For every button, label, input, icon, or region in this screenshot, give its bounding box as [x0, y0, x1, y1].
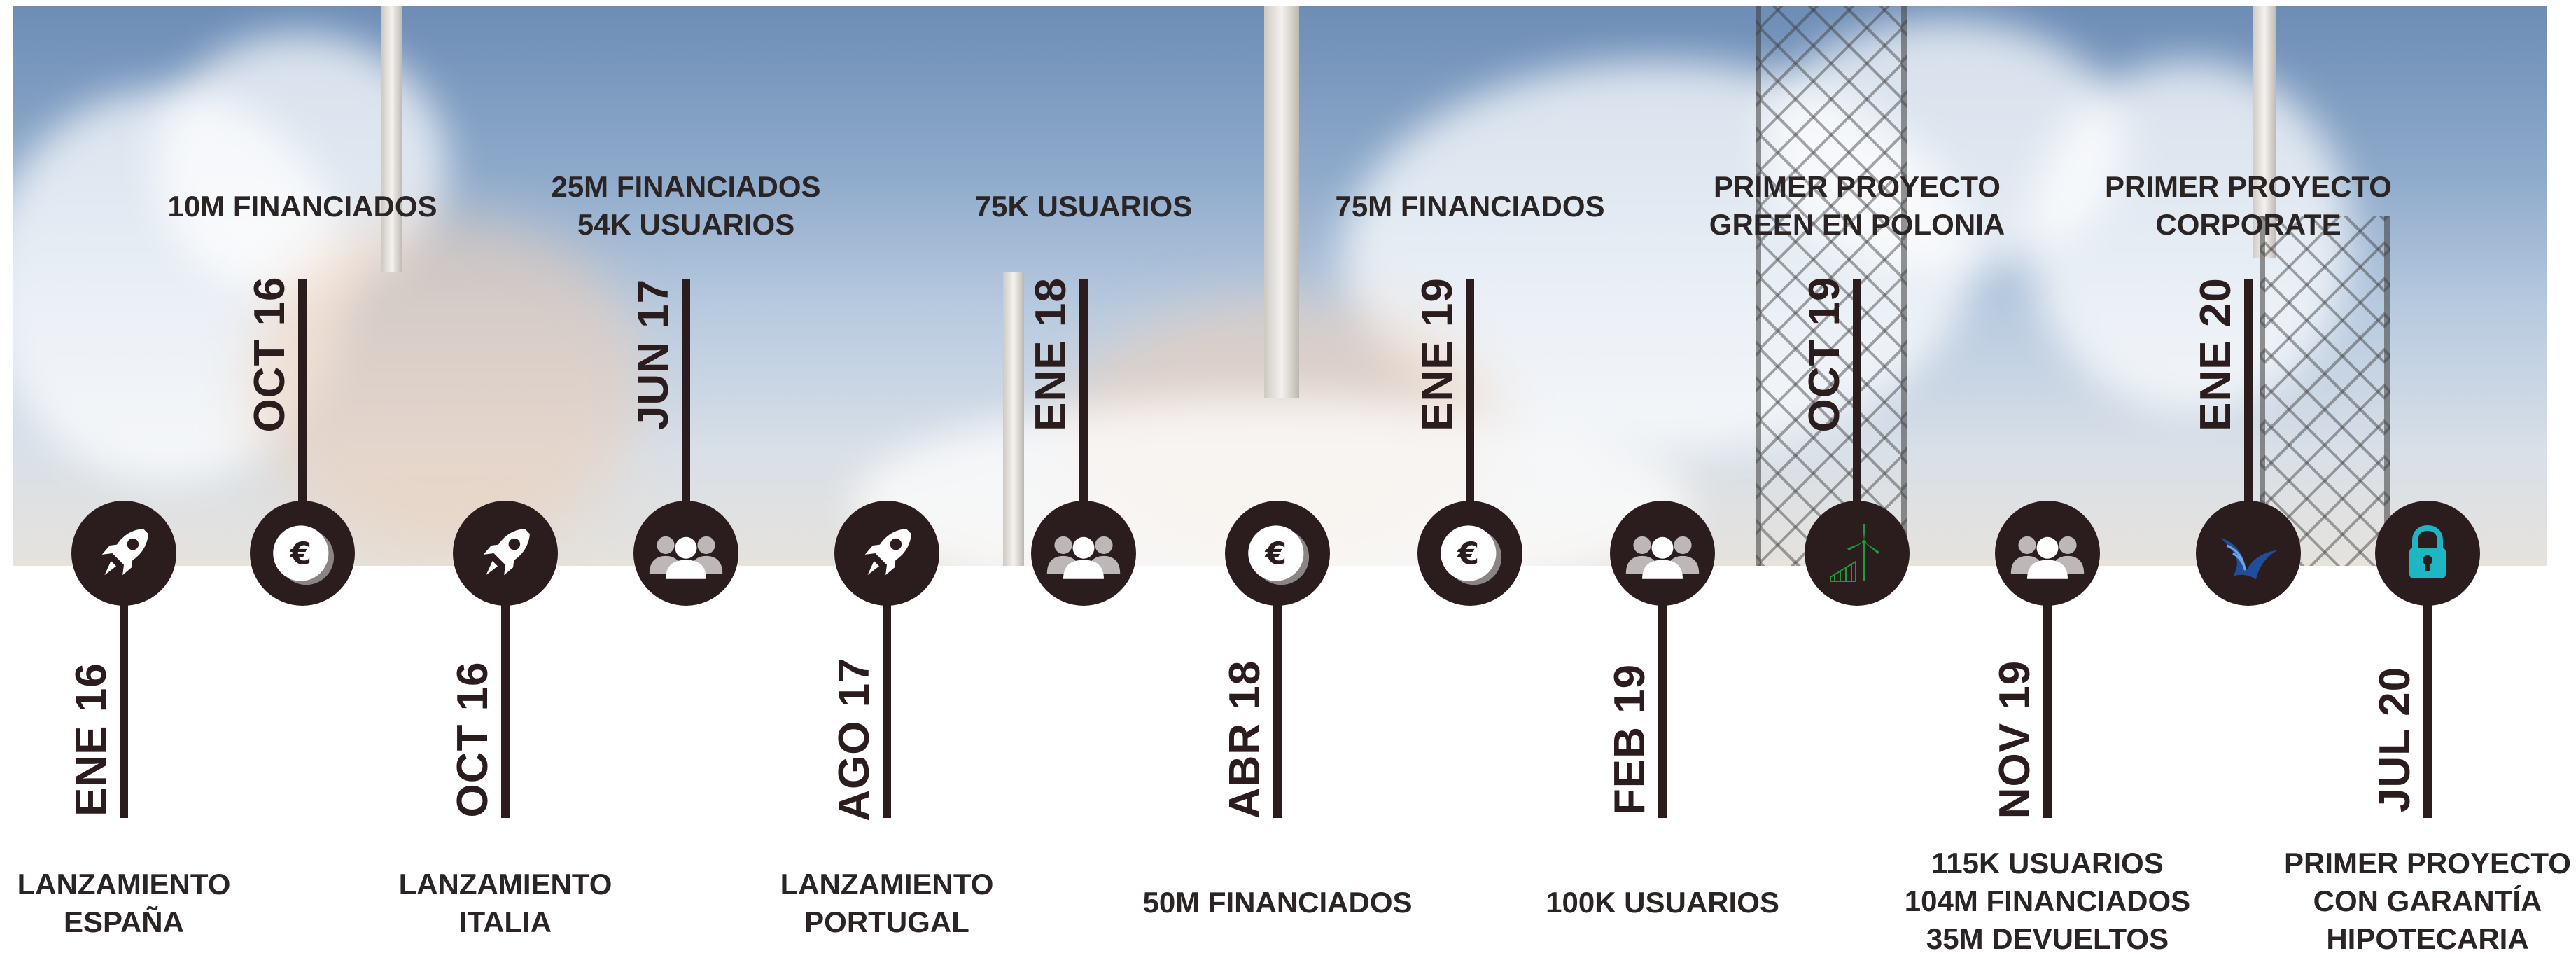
- timeline-stem: [2244, 279, 2253, 553]
- rocket-icon: [473, 521, 538, 585]
- milestone-date: ENE 20: [2192, 277, 2240, 431]
- padlock-milestone-node: [2375, 501, 2480, 606]
- svg-text:€: €: [289, 536, 312, 571]
- timeline-stem: [1853, 279, 1861, 553]
- users-milestone-node: [634, 501, 738, 606]
- milestone-label: 10M FINANCIADOS: [134, 188, 470, 225]
- milestone-date: ENE 18: [1027, 277, 1075, 431]
- users-milestone-node: [1031, 501, 1136, 606]
- milestone-date: JUN 17: [629, 278, 678, 431]
- milestone-date: ENE 19: [1413, 277, 1462, 431]
- users-icon: [1622, 525, 1703, 581]
- timeline-stem: [1466, 279, 1474, 553]
- milestone-label: PRIMER PROYECTO GREEN EN POLONIA: [1689, 168, 2025, 244]
- milestone-label-line: ESPAÑA: [64, 905, 184, 938]
- padlock-icon: [2393, 518, 2463, 588]
- milestone-label-line: 115K USUARIOS: [1931, 847, 2164, 880]
- milestone-date: FEB 19: [1606, 663, 1654, 816]
- milestone-label-line: 10M FINANCIADOS: [167, 190, 438, 223]
- milestone-label: 25M FINANCIADOS 54K USUARIOS: [518, 168, 854, 244]
- timeline-stem: [1079, 279, 1088, 553]
- milestone-label-line: 25M FINANCIADOS: [551, 170, 821, 203]
- milestone-label: 75K USUARIOS: [916, 188, 1252, 225]
- timeline-stem: [682, 279, 690, 553]
- users-milestone-node: [1995, 501, 2100, 606]
- launch-background-photo: [13, 6, 2547, 566]
- milestone-label-line: PRIMER PROYECTO: [2284, 847, 2571, 880]
- milestone-label-line: 75M FINANCIADOS: [1335, 190, 1605, 223]
- milestone-date: ENE 16: [67, 662, 115, 817]
- milestone-date: OCT 19: [1800, 276, 1849, 433]
- timeline-stem: [2043, 553, 2052, 818]
- timeline-stem: [298, 279, 307, 553]
- timeline-stem: [883, 553, 891, 818]
- milestone-date: OCT 16: [246, 276, 294, 433]
- timeline-stem: [1273, 553, 1282, 818]
- wind-turbine-milestone-node: [1805, 501, 1910, 606]
- milestone-label-line: LANZAMIENTO: [398, 868, 612, 901]
- milestone-label: LANZAMIENTO ITALIA: [337, 866, 673, 941]
- milestone-label: 75M FINANCIADOS: [1302, 188, 1638, 225]
- milestone-label-line: 54K USUARIOS: [577, 208, 795, 241]
- euro-icon: €: [1432, 515, 1508, 592]
- milestone-date: ABR 18: [1221, 660, 1269, 819]
- rocket-icon: [92, 521, 156, 585]
- milestone-label-line: 104M FINANCIADOS: [1904, 884, 2191, 917]
- timeline-stem: [120, 553, 128, 818]
- milestone-label-line: 50M FINANCIADOS: [1142, 886, 1413, 919]
- euro-milestone-node: €: [1225, 501, 1330, 606]
- users-icon: [2007, 525, 2088, 581]
- rocket-milestone-node: [453, 501, 558, 606]
- milestone-label-line: GREEN EN POLONIA: [1709, 208, 2005, 241]
- milestone-date: NOV 19: [1991, 660, 2039, 819]
- milestone-label-line: ITALIA: [458, 905, 552, 938]
- bird-logo-milestone-node: [2196, 501, 2301, 606]
- milestone-label-line: LANZAMIENTO: [780, 868, 994, 901]
- milestone-label: LANZAMIENTO ESPAÑA: [0, 866, 292, 941]
- milestone-label-line: PRIMER PROYECTO: [2105, 170, 2392, 203]
- wind-turbine-icon: [1822, 518, 1892, 588]
- rocket-icon: [855, 521, 919, 585]
- milestone-label-line: PRIMER PROYECTO: [1714, 170, 2001, 203]
- milestone-label: 100K USUARIOS: [1494, 884, 1830, 922]
- milestone-label-line: PORTUGAL: [804, 905, 969, 938]
- svg-text:€: €: [1264, 536, 1287, 571]
- milestone-label-line: 35M DEVUELTOS: [1926, 922, 2169, 955]
- euro-icon: €: [264, 515, 341, 592]
- milestone-label: 115K USUARIOS 104M FINANCIADOS 35M DEVUELT…: [1879, 845, 2216, 958]
- euro-milestone-node: €: [250, 501, 355, 606]
- bird-logo-icon: [2210, 515, 2287, 592]
- euro-milestone-node: €: [1418, 501, 1522, 606]
- timeline-stem: [1658, 553, 1667, 818]
- milestone-label: 50M FINANCIADOS: [1110, 884, 1446, 922]
- milestone-label-line: 75K USUARIOS: [974, 190, 1193, 223]
- rocket-milestone-node: [834, 501, 939, 606]
- milestone-label: PRIMER PROYECTO CORPORATE: [2080, 168, 2416, 244]
- milestone-label-line: CON GARANTÍA: [2313, 884, 2542, 917]
- milestone-label-line: 100K USUARIOS: [1546, 886, 1779, 919]
- rocket-milestone-node: [71, 501, 176, 606]
- users-milestone-node: [1610, 501, 1715, 606]
- timeline-stem: [2423, 553, 2432, 818]
- users-icon: [1043, 525, 1124, 581]
- euro-icon: €: [1239, 515, 1316, 592]
- milestone-label: PRIMER PROYECTO CON GARANTÍA HIPOTECARIA: [2260, 845, 2576, 958]
- milestone-label-line: CORPORATE: [2155, 208, 2342, 241]
- milestone-label-line: LANZAMIENTO: [17, 868, 231, 901]
- milestone-label: LANZAMIENTO PORTUGAL: [719, 866, 1055, 941]
- svg-text:€: €: [1457, 536, 1479, 571]
- users-icon: [645, 525, 727, 581]
- milestone-date: JUL 20: [2371, 666, 2419, 813]
- milestone-date: AGO 17: [830, 658, 878, 821]
- timeline-stem: [501, 553, 510, 818]
- milestone-label-line: HIPOTECARIA: [2326, 922, 2529, 955]
- milestone-date: OCT 16: [449, 661, 497, 818]
